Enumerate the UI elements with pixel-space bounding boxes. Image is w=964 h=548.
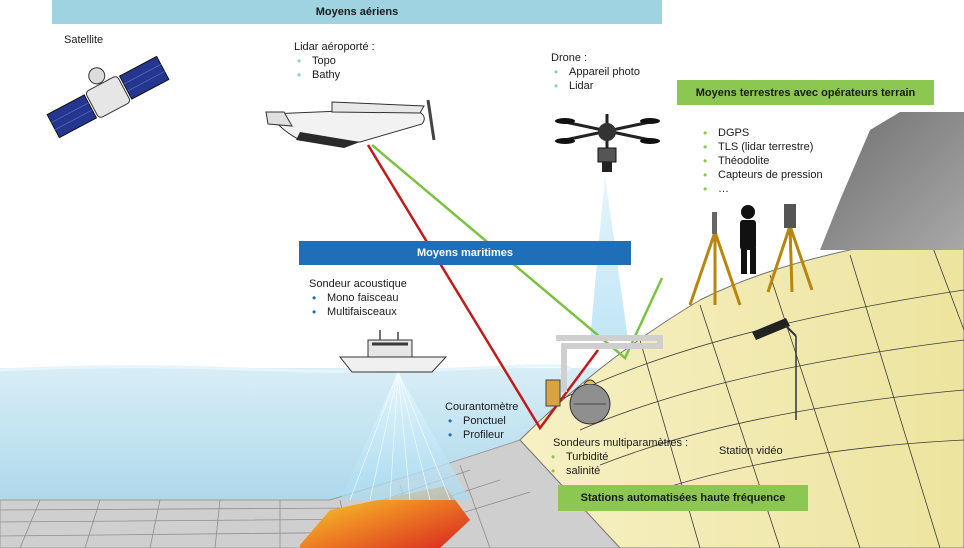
boat-illustration <box>338 330 448 373</box>
video-station-label: Station vidéo <box>719 445 783 457</box>
sounder-beam <box>340 372 470 500</box>
current-meter-list: Ponctuel Profileur <box>445 414 506 442</box>
current-meter-item-point: Ponctuel <box>445 414 506 428</box>
sounder-item-single: Mono faisceau <box>309 291 399 305</box>
sounder-title: Sondeur acoustique <box>309 278 407 290</box>
sea-surface <box>0 364 572 374</box>
sounder-item-multi: Multifaisceaux <box>309 305 399 319</box>
dgps-pole <box>712 212 717 234</box>
operator-silhouette <box>740 205 756 274</box>
terrestrial-means-banner: Moyens terrestres avec opérateurs terrai… <box>677 80 934 105</box>
maritime-means-banner: Moyens maritimes <box>299 241 631 265</box>
satellite-label: Satellite <box>64 34 104 46</box>
satellite-illustration <box>46 55 170 139</box>
lidar-topo-beam <box>371 144 664 361</box>
airplane-illustration <box>265 99 436 148</box>
multiparam-item-turbidity: Turbidité <box>548 450 608 464</box>
lidar-title: Lidar aéroporté : <box>294 41 375 53</box>
cliff <box>820 112 964 250</box>
sensor-frame-illustration <box>545 335 663 425</box>
drone-list: Appareil photo Lidar <box>551 65 640 93</box>
theodolite-body <box>784 204 796 228</box>
lidar-list: Topo Bathy <box>294 54 340 82</box>
sounder-list: Mono faisceau Multifaisceaux <box>309 291 399 319</box>
lidar-bathy-beam <box>366 144 600 431</box>
terrestrial-item-more: … <box>700 182 823 196</box>
survey-equipment-illustration <box>688 225 814 306</box>
drone-title: Drone : <box>551 52 588 64</box>
drone-item-lidar: Lidar <box>551 79 640 93</box>
bathymetry-heatmap <box>300 486 470 548</box>
current-meter-title: Courantomètre <box>445 401 519 413</box>
aerial-means-banner: Moyens aériens <box>52 0 662 24</box>
sounder-beam-lines <box>349 371 451 501</box>
terrestrial-item-theodolite: Théodolite <box>700 154 823 168</box>
terrestrial-item-dgps: DGPS <box>700 126 823 140</box>
terrestrial-list: DGPS TLS (lidar terrestre) Théodolite Ca… <box>700 126 823 196</box>
drone-item-camera: Appareil photo <box>551 65 640 79</box>
drone-illustration <box>555 114 660 172</box>
terrestrial-item-pressure: Capteurs de pression <box>700 168 823 182</box>
automated-stations-banner: Stations automatisées haute fréquence <box>558 485 808 511</box>
lidar-item-bathy: Bathy <box>294 68 340 82</box>
multiparam-item-salinity: salinité <box>548 464 608 478</box>
terrestrial-item-tls: TLS (lidar terrestre) <box>700 140 823 154</box>
multiparam-list: Turbidité salinité <box>548 450 608 478</box>
video-camera-illustration <box>752 318 797 420</box>
lidar-item-topo: Topo <box>294 54 340 68</box>
multiparam-title: Sondeurs multiparamètres : <box>553 437 689 449</box>
current-meter-item-profiler: Profileur <box>445 428 506 442</box>
